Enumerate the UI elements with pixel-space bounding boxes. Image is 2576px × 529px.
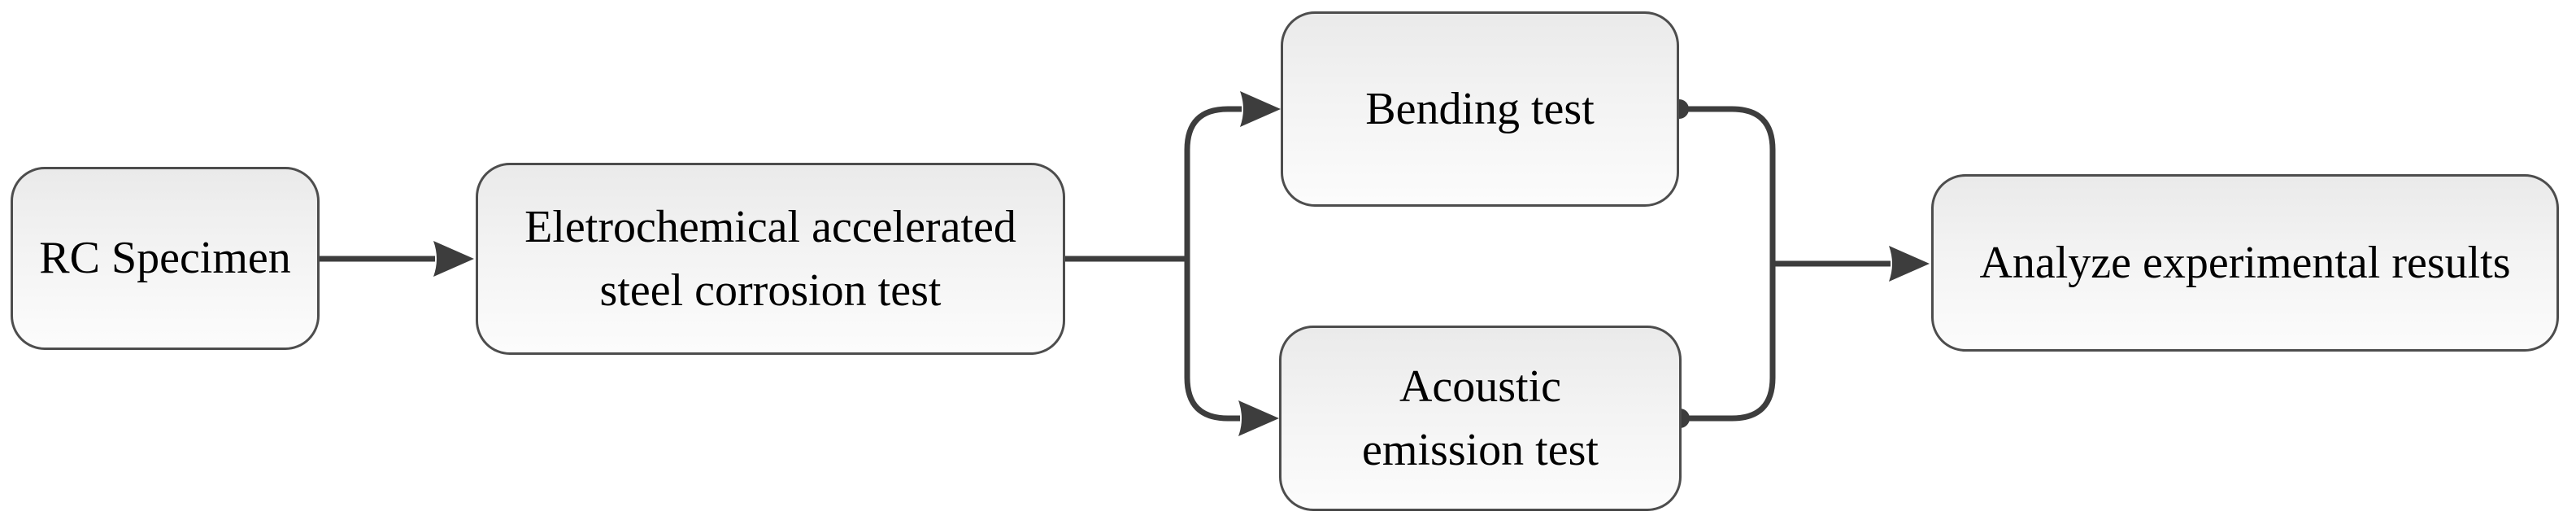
node-bending-test: Bending test [1281, 11, 1679, 207]
edge-bending-to-merge [1679, 106, 1776, 264]
node-acoustic-emission-test: Acoustic emission test [1279, 326, 1682, 511]
arrow-head-icon [1238, 400, 1279, 436]
arrow-head-icon [1889, 246, 1930, 282]
edge-split-to-bending [1184, 106, 1242, 259]
node-rc-specimen: RC Specimen [11, 167, 320, 350]
edge-acoustic-to-merge [1680, 264, 1776, 422]
arrow-head-icon [433, 241, 474, 277]
node-analyze-results: Analyze experimental results [1931, 174, 2559, 352]
node-analyze-results-label: Analyze experimental results [1979, 237, 2511, 288]
node-rc-specimen-label: RC Specimen [39, 233, 291, 284]
node-bending-test-label: Bending test [1365, 83, 1595, 134]
arrow-head-icon [1240, 91, 1281, 127]
edge-split-to-acoustic [1184, 259, 1240, 422]
node-corrosion-test-label: Eletrochemical accelerated steel corrosi… [524, 201, 1016, 316]
node-corrosion-test: Eletrochemical accelerated steel corrosi… [476, 163, 1065, 355]
node-acoustic-emission-test-label: Acoustic emission test [1362, 361, 1599, 475]
